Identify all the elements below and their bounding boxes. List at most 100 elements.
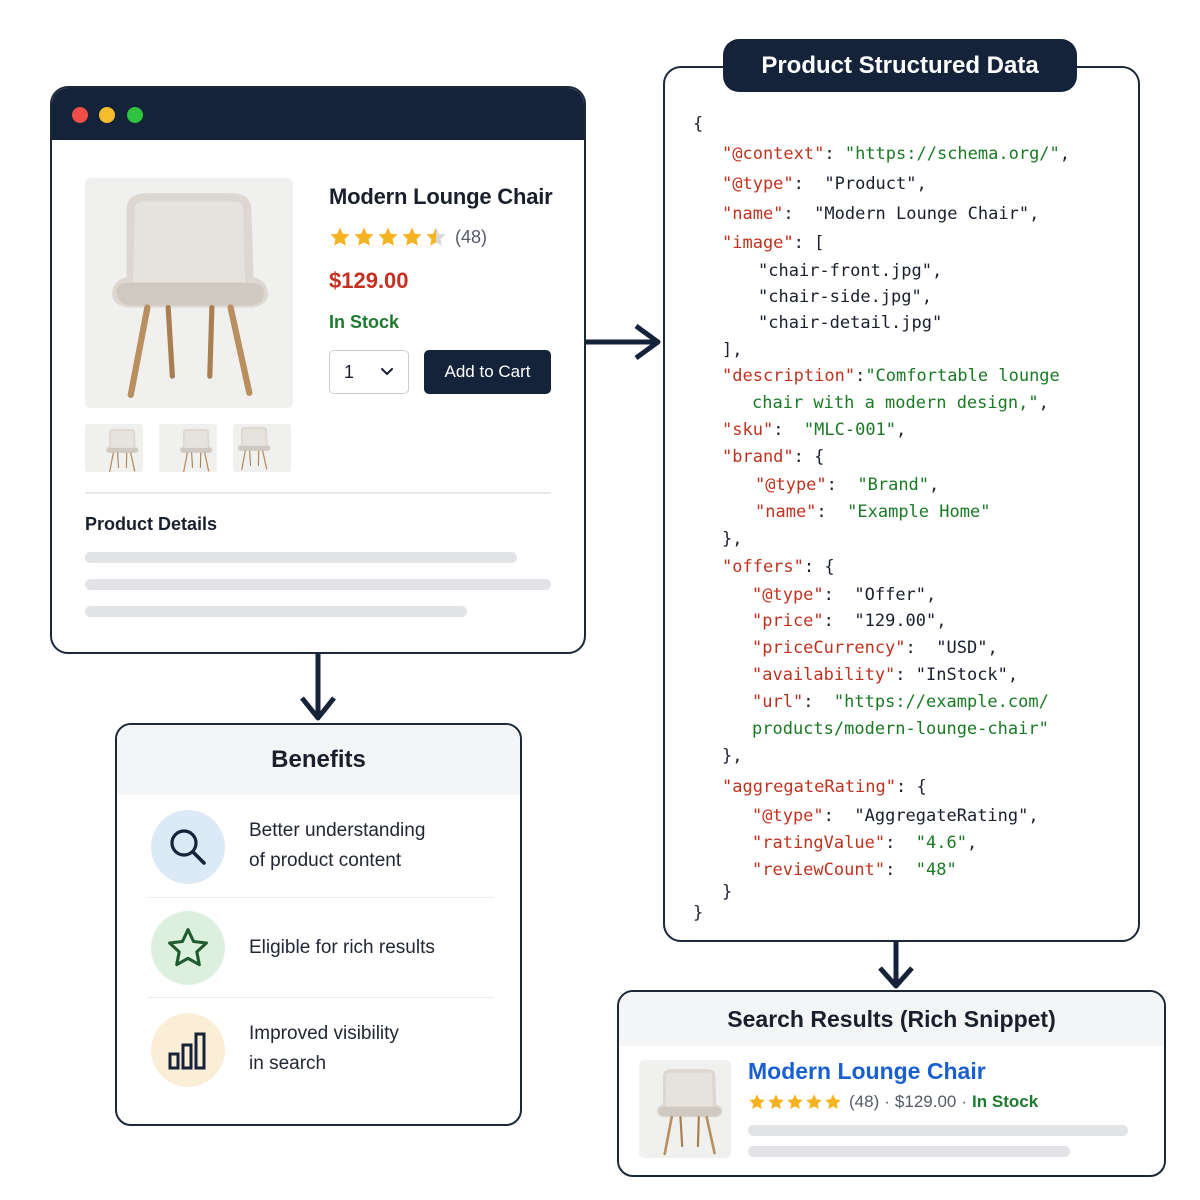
stock-status: In Stock (329, 312, 400, 332)
code-line: }, (722, 529, 743, 549)
rating-count: (48) (455, 226, 488, 247)
benefits-panel: Benefits Better understanding of product… (115, 723, 522, 1126)
text-placeholder-line (85, 606, 467, 617)
product-thumbnail-side[interactable] (159, 424, 217, 472)
code-line: } (722, 882, 733, 902)
code-line: }, (722, 746, 743, 766)
code-line: "@context": "https://schema.org/", (722, 144, 1071, 164)
code-line: "description":"Comfortable lounge (722, 366, 1060, 386)
star-icon-badge (151, 911, 225, 985)
code-line: "@type": "Product", (722, 174, 927, 194)
arrow-right-icon (586, 323, 661, 361)
text-placeholder-line (85, 579, 551, 590)
text-placeholder-line (748, 1146, 1070, 1157)
code-line: "@type": "Brand", (755, 475, 940, 495)
chair-thumb-icon (233, 424, 291, 472)
chevron-down-icon (381, 368, 393, 376)
product-details-heading: Product Details (85, 514, 218, 534)
bar-chart-icon (168, 1032, 206, 1070)
code-line: "aggregateRating": { (722, 777, 927, 797)
benefit-text: Better understanding of product content (249, 816, 425, 876)
snippet-price: $129.00 (894, 1092, 957, 1111)
product-price: $129.00 (329, 268, 409, 293)
snippet-result-link[interactable]: Modern Lounge Chair (748, 1058, 986, 1084)
window-close-dot[interactable] (72, 107, 88, 123)
code-line: } (693, 903, 704, 923)
quantity-value: 1 (344, 361, 355, 382)
arrow-down-icon (300, 654, 336, 721)
code-line: "url": "https://example.com/ (752, 692, 1049, 712)
code-line: "@type": "AggregateRating", (752, 806, 1039, 826)
code-line: "name": "Example Home" (755, 502, 991, 522)
rich-snippet-panel: Search Results (Rich Snippet) Modern Lou… (617, 990, 1166, 1177)
star-icon (353, 226, 375, 248)
product-thumbnail-front[interactable] (85, 424, 143, 472)
window-minimize-dot[interactable] (99, 107, 115, 123)
code-line: "chair-front.jpg", (758, 261, 943, 281)
product-main-image[interactable] (85, 178, 293, 408)
star-icon (767, 1093, 785, 1111)
benefit-line: Improved visibility (249, 1023, 399, 1044)
chair-image-icon (85, 178, 293, 408)
star-half-icon (425, 226, 447, 248)
add-to-cart-button[interactable]: Add to Cart (424, 350, 551, 394)
text-placeholder-line (748, 1125, 1128, 1136)
quantity-select[interactable]: 1 (329, 350, 409, 394)
product-title: Modern Lounge Chair (329, 184, 553, 209)
star-icon (401, 226, 423, 248)
code-line: "price": "129.00", (752, 611, 947, 631)
code-line: ], (722, 340, 743, 360)
star-icon (824, 1093, 842, 1111)
benefits-title: Benefits (117, 725, 520, 795)
code-line: "reviewCount": "48" (752, 860, 957, 880)
meta-separator: · (961, 1092, 968, 1111)
benefit-text: Eligible for rich results (249, 933, 435, 963)
chair-thumb-icon (159, 424, 217, 472)
code-line: "offers": { (722, 557, 835, 577)
product-rating: (48) (329, 226, 487, 248)
structured-data-title: Product Structured Data (723, 39, 1077, 92)
snippet-rating-count: (48) (849, 1092, 880, 1111)
window-title-bar (52, 88, 584, 140)
meta-separator: · (884, 1092, 890, 1111)
code-line: "@type": "Offer", (752, 585, 937, 605)
code-line: "brand": { (722, 447, 825, 467)
snippet-meta: (48) · $129.00 · In Stock (748, 1092, 1038, 1112)
snippet-stock: In Stock (972, 1092, 1039, 1111)
code-line: chair with a modern design,", (752, 393, 1049, 413)
benefit-divider (147, 897, 494, 898)
code-line: "chair-side.jpg", (758, 287, 932, 307)
structured-data-panel (663, 66, 1140, 942)
arrow-down-icon (878, 942, 914, 989)
code-line: "sku": "MLC-001", (722, 420, 907, 440)
product-thumbnail-detail[interactable] (233, 424, 291, 472)
code-line: { (693, 114, 704, 134)
benefit-line: Better understanding (249, 820, 426, 841)
star-icon (786, 1093, 804, 1111)
star-icon (329, 226, 351, 248)
code-line: "availability": "InStock", (752, 665, 1019, 685)
snippet-thumbnail[interactable] (639, 1060, 731, 1158)
code-line: "ratingValue": "4.6", (752, 833, 978, 853)
star-icon (805, 1093, 823, 1111)
benefit-line: Eligible for rich results (249, 937, 435, 958)
code-line: "chair-detail.jpg" (758, 313, 943, 333)
product-page-window: Modern Lounge Chair (48) $129.00 In Stoc… (50, 86, 586, 654)
code-line: "priceCurrency": "USD", (752, 638, 998, 658)
bar-chart-icon-badge (151, 1013, 225, 1087)
chair-thumb-icon (85, 424, 143, 472)
benefit-line: in search (249, 1053, 327, 1074)
benefit-divider (147, 997, 494, 998)
search-icon (170, 829, 206, 865)
section-divider (85, 492, 551, 494)
star-icon (168, 928, 208, 967)
code-line: "name": "Modern Lounge Chair", (722, 204, 1040, 224)
chair-image-icon (639, 1060, 731, 1158)
benefit-text: Improved visibility in search (249, 1019, 399, 1079)
star-icon (748, 1093, 766, 1111)
search-icon-badge (151, 810, 225, 884)
star-icon (377, 226, 399, 248)
code-line: products/modern-lounge-chair" (752, 719, 1049, 739)
window-maximize-dot[interactable] (127, 107, 143, 123)
rich-snippet-title: Search Results (Rich Snippet) (619, 992, 1164, 1046)
